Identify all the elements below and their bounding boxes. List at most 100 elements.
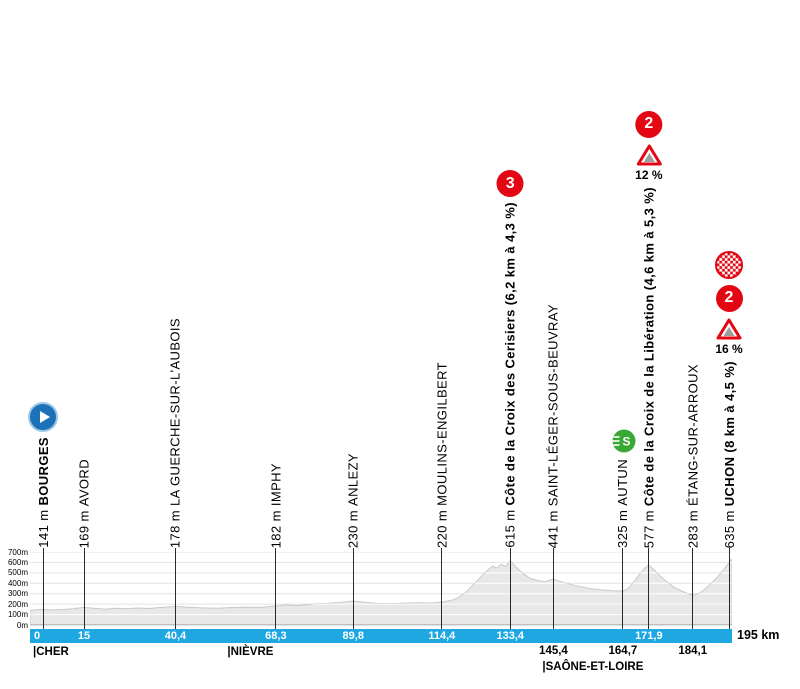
place-name: UCHON (8 km à 4,5 %) [721, 360, 737, 506]
elevation-value: 283 m [685, 509, 701, 548]
place-label: 220 m MOULINS-ENGILBERT [434, 362, 449, 548]
place-label: 141 m BOURGES [36, 437, 51, 548]
category-badge: 2 [715, 284, 743, 312]
place-label: 635 m UCHON (8 km à 4,5 %) [722, 361, 737, 548]
place-column: 178 m LA GUERCHE-SUR-L'AUBOIS [168, 318, 183, 548]
place-name: Côte de la Croix des Cerisiers (6,2 km à… [502, 202, 518, 506]
distance-tick: 68,3 [265, 630, 287, 642]
place-column: 2 16 % 635 m UCHON (8 km à 4,5 %) [714, 250, 744, 548]
distance-tick: 89,8 [342, 630, 364, 642]
elevation-area [30, 557, 732, 626]
elevation-value: 441 m [545, 509, 561, 548]
place-label: 615 m Côte de la Croix des Cerisiers (6,… [503, 202, 518, 548]
place-label: 325 m AUTUN [615, 459, 630, 548]
department-label: |SAÔNE-ET-LOIRE [542, 661, 644, 673]
axis-tick-label: 100m [7, 610, 28, 620]
distance-tick: 171,9 [635, 630, 663, 642]
gradient-label: 16 % [715, 341, 743, 356]
place-tick-line [275, 548, 277, 629]
distance-tick: 133,4 [496, 630, 524, 642]
place-name: IMPHY [268, 462, 284, 506]
place-name: AUTUN [615, 459, 631, 506]
place-column: 441 m SAINT-LÉGER-SOUS-BEUVRAY [546, 304, 561, 548]
distance-bar [30, 629, 732, 643]
place-column: 220 m MOULINS-ENGILBERT [434, 362, 449, 548]
elevation-value: 577 m [641, 509, 657, 548]
place-tick-line [728, 548, 730, 629]
elevation-value: 178 m [167, 509, 183, 548]
elevation-value: 615 m [502, 509, 518, 548]
place-name: ANLEZY [345, 452, 361, 506]
place-tick-line [692, 548, 694, 629]
category-badge: 2 [635, 110, 663, 138]
distance-tick: 0 [33, 630, 41, 642]
elevation-value: 169 m [76, 509, 92, 548]
gradient-marker: 16 % [715, 317, 743, 356]
place-name: BOURGES [35, 437, 51, 506]
elevation-value: 230 m [345, 509, 361, 548]
sprint-icon: S [612, 429, 636, 453]
play-icon [39, 411, 50, 424]
place-name: AVORD [76, 458, 92, 506]
category-badge: 3 [496, 170, 524, 198]
place-name: MOULINS-ENGILBERT [434, 362, 450, 506]
finish-icon [715, 250, 743, 279]
distance-tick-below: 184,1 [678, 645, 708, 657]
place-tick-line [648, 548, 650, 629]
distance-tick: 15 [77, 630, 91, 642]
place-tick-line [441, 548, 443, 629]
gradient-triangle-icon [716, 318, 742, 340]
distance-tick: 114,4 [428, 630, 456, 642]
place-column: S 325 m AUTUN [609, 428, 637, 548]
start-icon [28, 402, 58, 433]
place-label: 283 m ÉTANG-SUR-ARROUX [685, 364, 700, 548]
place-tick-line [622, 548, 624, 629]
place-column: 182 m IMPHY [268, 463, 283, 548]
place-column: 230 m ANLEZY [346, 453, 361, 548]
place-label: 178 m LA GUERCHE-SUR-L'AUBOIS [168, 318, 183, 548]
place-name: Côte de la Croix de la Libération (4,6 k… [641, 186, 657, 506]
axis-tick-label: 700m [7, 547, 28, 557]
department-label: |CHER [33, 646, 69, 658]
distance-tick: 40,4 [164, 630, 187, 642]
axis-tick-label: 600m [7, 557, 28, 567]
place-column: 141 m BOURGES [28, 402, 58, 548]
sprint-letter: S [622, 435, 630, 449]
place-column: 283 m ÉTANG-SUR-ARROUX [685, 364, 700, 548]
place-label: 441 m SAINT-LÉGER-SOUS-BEUVRAY [546, 304, 561, 548]
gradient-label: 12 % [635, 167, 663, 182]
distance-tick-below: 145,4 [539, 645, 568, 657]
place-label: 230 m ANLEZY [346, 453, 361, 548]
department-label: |NIÈVRE [227, 646, 274, 658]
place-tick-line [509, 548, 511, 629]
gradient-triangle-icon [636, 144, 662, 166]
place-name: SAINT-LÉGER-SOUS-BEUVRAY [545, 303, 561, 506]
elevation-value: 141 m [35, 509, 51, 548]
elevation-value: 325 m [615, 509, 631, 548]
place-column: 3 615 m Côte de la Croix des Cerisiers (6… [496, 170, 524, 548]
elevation-value: 220 m [434, 509, 450, 548]
place-tick-line [174, 548, 176, 629]
place-column: 2 12 % 577 m Côte de la Croix de la Libéra… [635, 110, 663, 548]
gradient-marker: 12 % [635, 143, 663, 182]
place-label: 577 m Côte de la Croix de la Libération … [641, 187, 656, 548]
place-label: 182 m IMPHY [268, 463, 283, 548]
place-tick-line [552, 548, 554, 629]
elevation-value: 635 m [721, 509, 737, 548]
elevation-profile-chart [30, 552, 732, 626]
axis-tick-label: 0m [16, 620, 28, 630]
place-tick-line [42, 548, 44, 629]
place-name: LA GUERCHE-SUR-L'AUBOIS [167, 317, 183, 506]
place-tick-line [83, 548, 85, 629]
elevation-value: 182 m [268, 509, 284, 548]
axis-tick-label: 500m [7, 568, 28, 578]
axis-tick-label: 200m [7, 599, 28, 609]
axis-tick-label: 300m [7, 589, 28, 599]
axis-tick-label: 400m [7, 578, 28, 588]
place-tick-line [352, 548, 354, 629]
place-label: 169 m AVORD [77, 459, 92, 548]
place-column: 169 m AVORD [77, 459, 92, 548]
place-name: ÉTANG-SUR-ARROUX [685, 363, 701, 506]
distance-tick-below: 164,7 [608, 645, 638, 657]
